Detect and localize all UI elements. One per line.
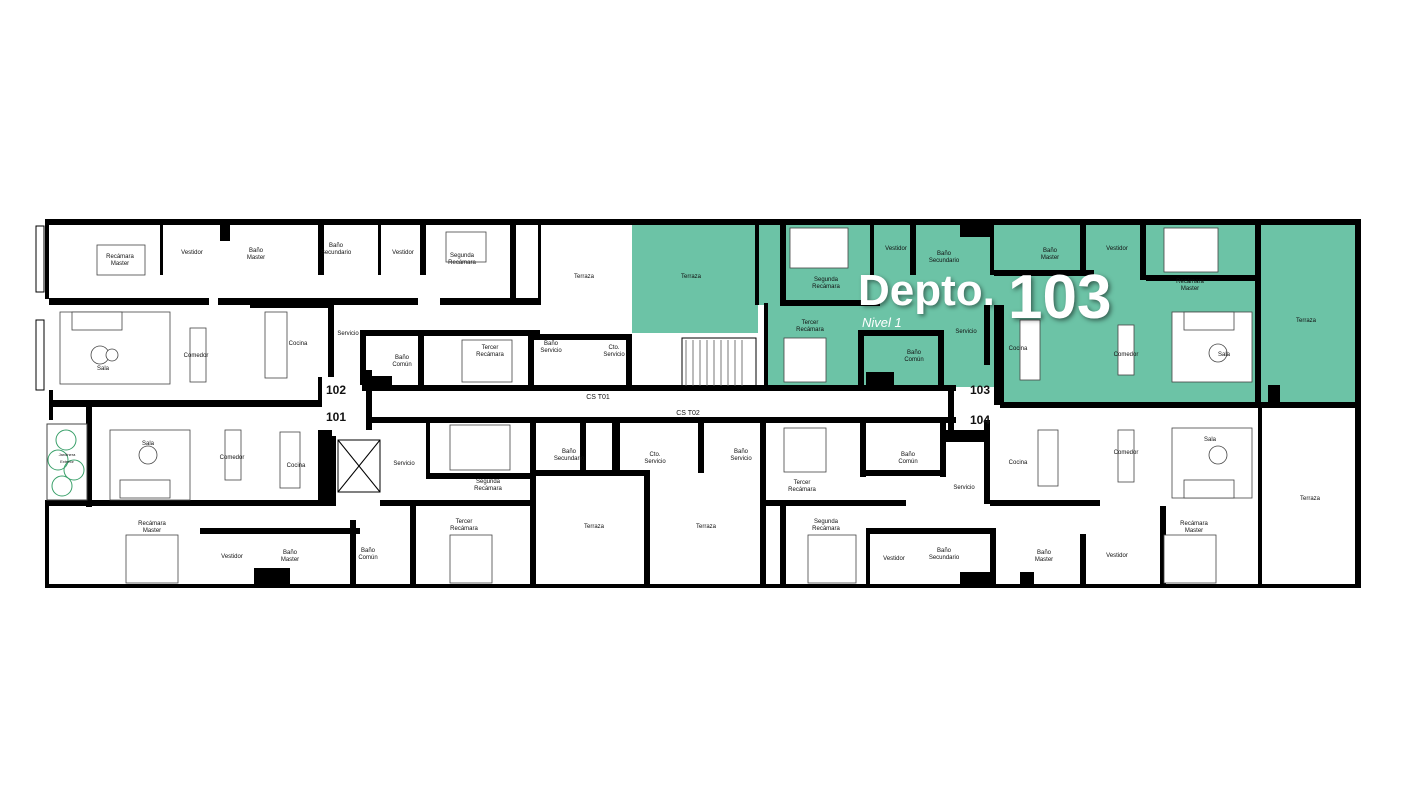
room-label-sala-101: Sala bbox=[142, 441, 155, 447]
room-label-cocina-103: Cocina bbox=[1009, 346, 1028, 352]
room-label-terraza-104b: Terraza bbox=[696, 524, 717, 530]
room-label-terraza-101: Terraza bbox=[584, 524, 605, 530]
room-label-cto-servicio-101: Cto.Servicio bbox=[644, 452, 666, 465]
unit-level-label: Nivel 1 bbox=[862, 315, 902, 330]
room-label-vestidor-104b: Vestidor bbox=[1106, 553, 1128, 559]
unit-number-101: 101 bbox=[326, 410, 346, 424]
unit-number-104: 104 bbox=[970, 413, 990, 427]
room-label-sala-103: Sala bbox=[1218, 352, 1231, 358]
room-label-sala-104: Sala bbox=[1204, 437, 1217, 443]
jardinera-planter bbox=[46, 423, 88, 501]
room-label-vestidor-103: Vestidor bbox=[885, 246, 907, 252]
room-label-terraza-103: Terraza bbox=[681, 274, 702, 280]
room-label-comedor-102: Comedor bbox=[184, 353, 209, 359]
corridor-label-cst01: CS T01 bbox=[586, 394, 610, 401]
room-label-cocina-102: Cocina bbox=[289, 341, 308, 347]
room-label-cto-servicio-102: Cto.Servicio bbox=[603, 345, 625, 358]
room-label-terraza-102: Terraza bbox=[574, 274, 595, 280]
elevator-shaft bbox=[337, 439, 381, 493]
room-label-cocina-104: Cocina bbox=[1009, 460, 1028, 466]
room-label-terraza-103b: Terraza bbox=[1296, 318, 1317, 324]
unit-number-labels: 102 101 103 104 CS T01 CS T02 bbox=[326, 383, 990, 427]
room-label-terraza-104: Terraza bbox=[1300, 496, 1321, 502]
room-label-servicio-103: Servicio bbox=[955, 329, 977, 335]
room-label-comedor-101: Comedor bbox=[220, 455, 245, 461]
room-label-comedor-104: Comedor bbox=[1114, 450, 1139, 456]
room-label-servicio-101: Servicio bbox=[393, 461, 415, 467]
unit-number-102: 102 bbox=[326, 383, 346, 397]
room-label-sala-102: Sala bbox=[97, 366, 110, 372]
room-label-vestidor-101: Vestidor bbox=[221, 554, 243, 560]
room-label-servicio-104: Servicio bbox=[953, 485, 975, 491]
room-label-comedor-103: Comedor bbox=[1114, 352, 1139, 358]
room-label-cocina-101: Cocina bbox=[287, 463, 306, 469]
room-label-vestidor-102: Vestidor bbox=[181, 250, 203, 256]
stairs bbox=[685, 340, 743, 386]
room-label-vestidor-104: Vestidor bbox=[883, 556, 905, 562]
unit-title-number: 103 bbox=[1008, 263, 1112, 332]
unit-title-prefix: Depto. bbox=[858, 266, 995, 315]
corridor-label-cst02: CS T02 bbox=[676, 410, 700, 417]
unit-number-103: 103 bbox=[970, 383, 990, 397]
room-label-vestidor-102b: Vestidor bbox=[392, 250, 414, 256]
furniture bbox=[59, 227, 1253, 584]
room-label-servicio-102: Servicio bbox=[337, 331, 359, 337]
interior-walls bbox=[49, 225, 1358, 584]
room-label-vestidor-103b: Vestidor bbox=[1106, 246, 1128, 252]
